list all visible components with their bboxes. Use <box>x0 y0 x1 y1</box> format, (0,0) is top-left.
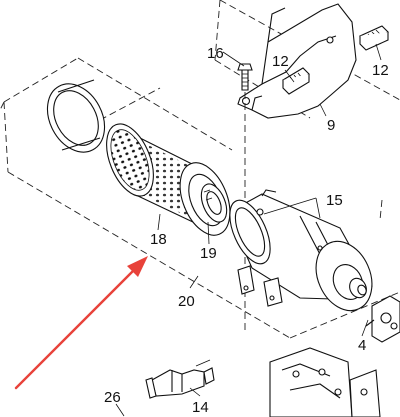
sensor-assembly <box>365 295 400 343</box>
callout-12-right: 12 <box>372 62 389 79</box>
mounting-bracket <box>237 3 357 119</box>
callout-9: 9 <box>327 117 335 134</box>
clamp-right <box>359 25 389 51</box>
red-arrow <box>14 256 148 390</box>
pressure-sensor <box>145 359 215 399</box>
callout-4: 4 <box>358 337 366 354</box>
callout-18: 18 <box>150 231 167 248</box>
filter-element <box>106 123 231 236</box>
callout-20: 20 <box>178 293 195 310</box>
filter-housing <box>229 189 373 312</box>
callout-16: 16 <box>207 45 224 62</box>
assembly-outline <box>0 57 400 339</box>
safety-element <box>200 183 228 223</box>
callout-14: 14 <box>192 399 209 416</box>
engine-block-detail <box>269 347 381 417</box>
callout-labels: 16 12 12 9 15 18 19 20 4 26 14 <box>104 45 389 416</box>
housing-feet <box>237 265 283 307</box>
callout-15: 15 <box>326 192 343 209</box>
callout-26: 26 <box>104 389 121 406</box>
callout-12-left: 12 <box>272 53 289 70</box>
leader-lines <box>115 43 382 417</box>
callout-19: 19 <box>200 245 217 262</box>
sealing-ring <box>46 79 106 153</box>
